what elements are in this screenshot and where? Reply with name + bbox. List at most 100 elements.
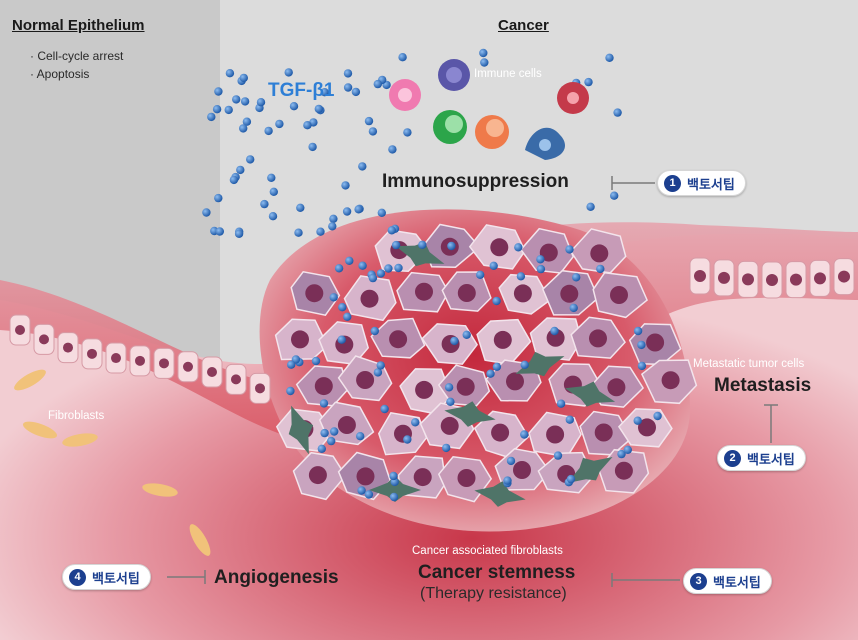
tgf-molecule bbox=[565, 245, 574, 254]
tumor-cell-nucleus bbox=[614, 461, 633, 480]
badge-number-1: 1 bbox=[664, 174, 681, 192]
tumor-cell-nucleus bbox=[513, 284, 532, 303]
badge-label-1: 백토서팁 bbox=[687, 176, 735, 192]
bullet-cell-cycle: · Cell-cycle arrest bbox=[30, 49, 124, 63]
tgf-molecule bbox=[338, 303, 347, 312]
tgf-molecule bbox=[308, 142, 317, 152]
epithelial-nucleus bbox=[838, 270, 850, 283]
tgf-molecule bbox=[343, 83, 353, 92]
badge-number-3: 3 bbox=[690, 572, 707, 590]
tgf-molecule bbox=[376, 361, 385, 370]
tumor-cell-nucleus bbox=[415, 380, 434, 399]
caf-cell bbox=[288, 405, 314, 455]
tgf-molecule bbox=[337, 335, 346, 344]
tgf-beta1-label: TGF-β1 bbox=[268, 80, 335, 101]
connector-2 bbox=[764, 404, 778, 443]
tgf-molecule bbox=[516, 272, 526, 281]
metastatic-cells-label: Metastatic tumor cells bbox=[693, 358, 805, 370]
tgf-molecule bbox=[275, 119, 284, 129]
tumor-cell-nucleus bbox=[539, 243, 558, 262]
tgf-molecule bbox=[605, 53, 614, 62]
tgf-molecule bbox=[444, 383, 454, 392]
tumor-cell-nucleus bbox=[590, 244, 609, 263]
tgf-molecule bbox=[345, 256, 354, 265]
tumor-cell-nucleus bbox=[610, 286, 628, 304]
tumor-cell-nucleus bbox=[308, 466, 327, 485]
tumor-cell-nucleus bbox=[490, 238, 509, 257]
tgf-molecule bbox=[316, 227, 325, 236]
tgf-molecule bbox=[328, 222, 337, 231]
tumor-cell-nucleus bbox=[440, 416, 459, 435]
tgf-molecule bbox=[343, 69, 353, 78]
tgf-molecule bbox=[394, 263, 403, 273]
tgf-molecule bbox=[462, 330, 471, 339]
tgf-molecule bbox=[239, 124, 248, 133]
tgf-molecule bbox=[334, 264, 344, 273]
caf-cell bbox=[369, 476, 421, 502]
tgf-molecule bbox=[389, 492, 399, 502]
tumor-cell-nucleus bbox=[305, 284, 324, 303]
tgf-molecule bbox=[311, 356, 321, 366]
tgf-molecule bbox=[269, 187, 278, 196]
fibroblast bbox=[22, 421, 58, 439]
tgf-molecule bbox=[329, 293, 338, 302]
tgf-molecule bbox=[286, 386, 295, 396]
tgf-molecule bbox=[236, 165, 245, 175]
cancer-associated-fibroblasts bbox=[288, 241, 616, 507]
tumor-cell-nucleus bbox=[337, 416, 356, 434]
tumor-cell-nucleus bbox=[493, 330, 512, 349]
tgf-molecule bbox=[240, 97, 250, 106]
tgf-molecule bbox=[391, 240, 401, 250]
badge-number-2: 2 bbox=[724, 449, 741, 467]
tgf-molecule bbox=[556, 399, 566, 408]
tgf-molecule bbox=[358, 261, 367, 270]
epithelial-nucleus bbox=[87, 348, 97, 359]
tgf-molecule bbox=[480, 58, 489, 67]
epithelial-nucleus bbox=[207, 367, 217, 378]
connector-3 bbox=[611, 573, 680, 587]
angiogenesis-label: Angiogenesis bbox=[214, 567, 339, 588]
tumor-cell-nucleus bbox=[356, 467, 375, 486]
tgf-molecule bbox=[317, 444, 326, 453]
epithelial-nucleus bbox=[111, 353, 121, 364]
tumor-cell-nucleus bbox=[506, 372, 524, 391]
tgf-molecule bbox=[368, 273, 378, 283]
tumor-cell-nucleus bbox=[389, 330, 408, 349]
immune-cells bbox=[389, 59, 589, 160]
fibroblast bbox=[62, 433, 98, 447]
tgf-molecule bbox=[215, 227, 224, 236]
epithelial-nucleus bbox=[742, 273, 754, 286]
tgf-molecule bbox=[232, 95, 241, 104]
badge-label-3: 백토서팁 bbox=[713, 574, 761, 590]
tgf-molecule bbox=[373, 368, 383, 377]
immune-cells-label: Immune cells bbox=[474, 68, 542, 80]
tgf-molecule bbox=[330, 427, 339, 436]
tgf-molecule bbox=[447, 241, 456, 251]
tgf-molecule bbox=[224, 105, 233, 115]
tgf-molecule bbox=[442, 443, 451, 453]
tgf-molecule bbox=[303, 121, 312, 130]
tumor-cell-nucleus bbox=[360, 289, 379, 308]
tgf-molecule bbox=[520, 430, 529, 439]
tgf-molecule bbox=[357, 486, 366, 495]
caf-cell bbox=[474, 481, 526, 507]
tgf-molecule bbox=[489, 261, 498, 270]
tgf-molecule bbox=[486, 369, 495, 378]
tgf-molecule bbox=[387, 226, 396, 235]
tgf-molecule bbox=[514, 243, 523, 252]
epithelial-nucleus bbox=[63, 342, 73, 353]
tgf-molecule bbox=[327, 436, 336, 446]
tgf-molecule bbox=[492, 296, 501, 306]
tgf-molecule bbox=[212, 105, 222, 114]
tgf-molecule bbox=[536, 264, 546, 274]
tgf-molecule bbox=[287, 360, 296, 369]
tgf-molecule bbox=[289, 102, 299, 111]
epithelial-nucleus bbox=[790, 273, 802, 286]
tgf-molecule bbox=[225, 69, 235, 78]
tgf-molecule bbox=[368, 127, 378, 136]
tumor-cell-nucleus bbox=[457, 469, 476, 487]
tgf-molecule bbox=[637, 340, 646, 350]
epithelial-nucleus bbox=[814, 272, 826, 285]
caf-label: Cancer associated fibroblasts bbox=[412, 545, 563, 557]
